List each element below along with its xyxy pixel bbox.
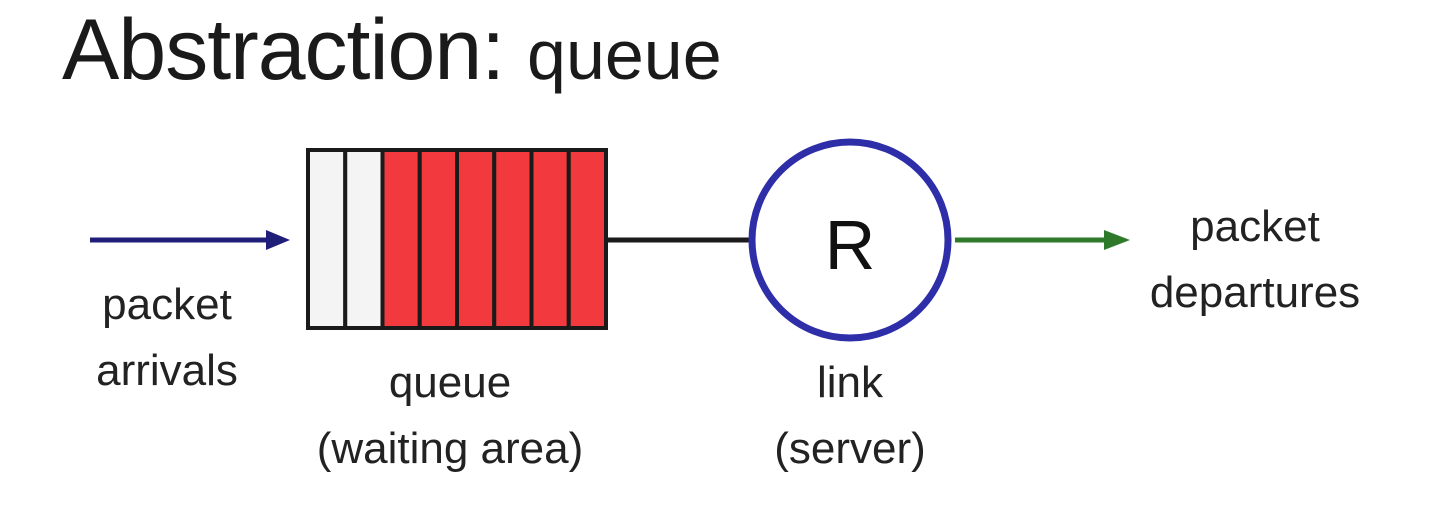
server-label-line1: link [816,358,884,407]
departure-label-line1: packet [1190,202,1320,251]
arrival-label-line1: packet [102,280,232,329]
title-separator: : [481,2,528,98]
server-circle [748,138,952,342]
title-sub: queue [527,16,722,94]
departure-arrow [955,230,1130,250]
queue-label-line2: (waiting area) [316,424,584,473]
server-label: link (server) [740,350,960,482]
empty-queue-slot [306,148,348,330]
arrival-arrow [90,230,290,250]
slide-title: Abstraction: queue [62,0,722,100]
queued-packet-slot [529,148,571,330]
queued-packet-slot [380,148,422,330]
queued-packet-slot [492,148,534,330]
arrival-label: packet arrivals [62,272,272,404]
departure-label-line2: departures [1149,268,1361,317]
empty-queue-slot [343,148,385,330]
queue-label-line1: queue [388,358,512,407]
arrival-label-line2: arrivals [96,346,238,395]
title-main: Abstraction [62,2,482,98]
queue-buffer [306,148,608,330]
queued-packet-slot [566,148,608,330]
departure-label: packet departures [1110,194,1400,326]
queue-label: queue (waiting area) [270,350,630,482]
server-label-line2: (server) [774,424,926,473]
queued-packet-slot [455,148,497,330]
server-letter: R [824,206,876,284]
queued-packet-slot [417,148,459,330]
